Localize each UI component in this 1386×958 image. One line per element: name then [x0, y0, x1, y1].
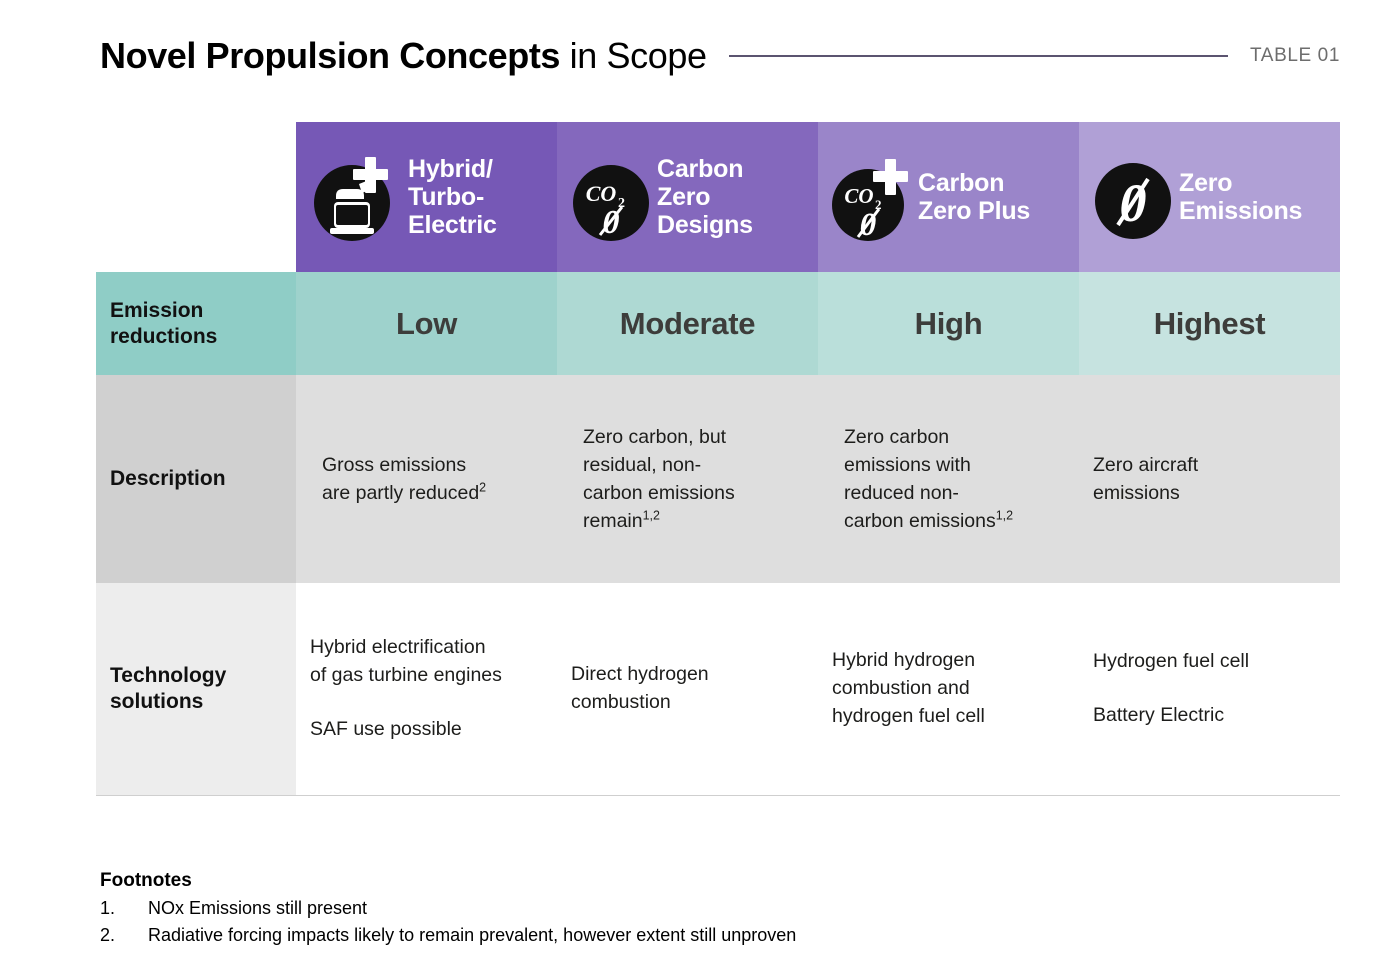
- description-cell: Gross emissions are partly reduced2: [296, 375, 557, 583]
- description-cell: Zero carbon, but residual, non- carbon e…: [557, 375, 818, 583]
- co2-zero-icon: CO 2 0: [571, 151, 651, 243]
- footnotes-title: Footnotes: [100, 870, 192, 891]
- technology-cell: Direct hydrogen combustion: [557, 583, 818, 795]
- column-header-label: Hybrid/ Turbo- Electric: [408, 154, 497, 240]
- description-cell: Zero aircraft emissions: [1079, 375, 1340, 583]
- table-number-label: TABLE 01: [1250, 45, 1340, 66]
- row-label-emission-reductions: Emission reductions: [96, 272, 296, 375]
- column-header-carbon-zero-plus: CO 2 0 Carbon Zero Plus: [818, 122, 1079, 272]
- column-header-carbon-zero-designs: CO 2 0 Carbon Zero Designs: [557, 122, 818, 272]
- page-title-light: in Scope: [560, 35, 707, 76]
- table-row-technology-solutions: Technology solutions Hybrid electrificat…: [96, 583, 1340, 795]
- row-label-description: Description: [96, 375, 296, 583]
- technology-cell: Hybrid hydrogen combustion and hydrogen …: [818, 583, 1079, 795]
- table-header-row: Hybrid/ Turbo- Electric CO 2 0: [96, 122, 1340, 272]
- technology-cell: Hydrogen fuel cell Battery Electric: [1079, 583, 1340, 795]
- description-text: Zero aircraft emissions: [1093, 453, 1199, 504]
- description-text: Zero carbon emissions with reduced non- …: [844, 425, 996, 533]
- co2-zero-plus-icon: CO 2 0: [832, 151, 912, 243]
- emission-value-cell: Moderate: [557, 272, 818, 375]
- footnote-item: 1. NOx Emissions still present: [100, 895, 1200, 922]
- emission-value-cell: High: [818, 272, 1079, 375]
- technology-text: Battery Electric: [1093, 704, 1225, 726]
- page-title: Novel Propulsion Concepts in Scope: [100, 35, 707, 77]
- footnote-number: 1.: [100, 898, 116, 918]
- propulsion-concepts-table: Hybrid/ Turbo- Electric CO 2 0: [96, 122, 1340, 795]
- table-bottom-divider: [96, 795, 1340, 796]
- footnote-ref: 2: [479, 480, 487, 495]
- footnote-ref: 1,2: [642, 508, 660, 523]
- emission-value-cell: Highest: [1079, 272, 1340, 375]
- description-cell: Zero carbon emissions with reduced non- …: [818, 375, 1079, 583]
- header-corner-cell: [96, 122, 296, 272]
- page-title-bold: Novel Propulsion Concepts: [100, 35, 561, 76]
- technology-text: Hydrogen fuel cell: [1093, 650, 1250, 673]
- table-row-description: Description Gross emissions are partly r…: [96, 375, 1340, 583]
- fuel-can-plus-icon: [310, 151, 402, 243]
- svg-text:CO: CO: [586, 181, 617, 206]
- page-header: Novel Propulsion Concepts in Scope TABLE…: [100, 28, 1340, 84]
- svg-text:2: 2: [618, 196, 625, 211]
- svg-text:2: 2: [875, 197, 882, 212]
- technology-text: Direct hydrogen combustion: [571, 663, 709, 713]
- technology-text: Hybrid hydrogen combustion and hydrogen …: [832, 649, 985, 727]
- technology-text: Hybrid electrification of gas turbine en…: [310, 636, 502, 687]
- footnote-ref: 1,2: [995, 508, 1014, 523]
- footnote-text: Radiative forcing impacts likely to rema…: [148, 925, 797, 945]
- column-header-label: Zero Emissions: [1179, 168, 1303, 225]
- zero-icon: 0: [1093, 151, 1173, 243]
- column-header-hybrid-turbo-electric: Hybrid/ Turbo- Electric: [296, 122, 557, 272]
- column-header-label: Carbon Zero Plus: [918, 168, 1031, 225]
- technology-text: SAF use possible: [310, 717, 462, 740]
- footnote-text: NOx Emissions still present: [148, 898, 368, 918]
- row-label-technology-solutions: Technology solutions: [96, 583, 296, 795]
- footnote-number: 2.: [100, 925, 116, 945]
- technology-cell: Hybrid electrification of gas turbine en…: [296, 583, 557, 795]
- column-header-zero-emissions: 0 Zero Emissions: [1079, 122, 1340, 272]
- description-text: Gross emissions are partly reduced: [322, 453, 480, 504]
- footnotes-section: Footnotes 1. NOx Emissions still present…: [100, 870, 1200, 949]
- svg-text:CO: CO: [844, 184, 873, 208]
- title-rule-divider: [728, 55, 1228, 57]
- description-text: Zero carbon, but residual, non- carbon e…: [583, 425, 735, 533]
- column-header-label: Carbon Zero Designs: [657, 154, 753, 240]
- table-row-emission-reductions: Emission reductions Low Moderate High Hi…: [96, 272, 1340, 375]
- footnote-item: 2. Radiative forcing impacts likely to r…: [100, 922, 1200, 949]
- emission-value-cell: Low: [296, 272, 557, 375]
